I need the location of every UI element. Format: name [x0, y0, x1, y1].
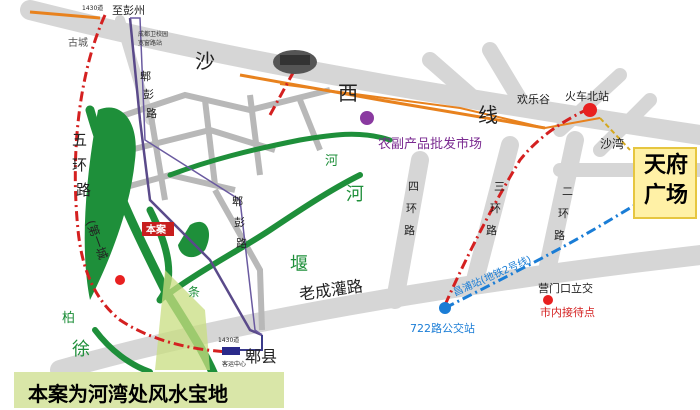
street — [109, 87, 331, 123]
tianfu-line-2: 广场 — [643, 182, 688, 208]
marker-nongfu — [360, 111, 374, 125]
label-pi-2: 郫 — [232, 194, 243, 208]
purple-route-3 — [230, 335, 263, 351]
red-route-east — [443, 106, 591, 306]
marker-keyun — [222, 347, 240, 355]
bai-river — [92, 327, 153, 375]
label-xi: 西 — [338, 81, 358, 105]
marker-bus-722 — [439, 302, 451, 314]
sha-xi-route-2 — [279, 83, 601, 130]
label-top-2: 宽窗路站 — [138, 39, 162, 47]
label-nongfu: 农副产品批发市场 — [378, 136, 482, 152]
purple-route-2 — [130, 17, 263, 336]
label-er-1: 二 — [562, 185, 573, 198]
label-xian: 线 — [478, 103, 498, 127]
label-pi-1: 郫 — [140, 69, 151, 83]
label-bai: 柏 — [62, 311, 75, 326]
red-dash-routes — [73, 14, 591, 354]
tianfu-line-1: 天府 — [643, 152, 688, 178]
purple-route — [128, 17, 263, 337]
label-reception: 市内接待点 — [540, 305, 595, 319]
label-peng-2: 彭 — [234, 215, 245, 229]
label-lu-2: 路 — [236, 237, 247, 250]
label-er-3: 路 — [554, 229, 565, 242]
label-lu-w: 路 — [76, 181, 91, 199]
caption-text: 本案为河湾处风水宝地 — [28, 382, 228, 406]
red-route-west — [73, 14, 231, 354]
metro-route — [444, 188, 661, 310]
street — [147, 109, 168, 201]
label-huanxian: 1430道 — [218, 336, 239, 344]
label-gucheng: 古城 — [68, 36, 88, 49]
label-er-2: 环 — [558, 207, 569, 220]
river-green-shape — [84, 107, 136, 300]
landmark-pavilion — [273, 50, 317, 74]
right-diagonal — [553, 68, 657, 157]
street — [247, 94, 263, 176]
tianfu-plaza-label: 天府 广场 — [638, 150, 694, 210]
ben-an-badge-bg — [142, 222, 174, 236]
street — [297, 98, 323, 152]
label-huan-le-gu: 欢乐谷 — [517, 92, 550, 106]
marker-west — [115, 275, 125, 285]
label-huo-che-bei-zhan: 火车北站 — [565, 89, 609, 103]
marker-train-station — [583, 103, 597, 117]
caption-background — [14, 372, 284, 408]
major-roads — [20, 0, 700, 380]
street — [212, 188, 265, 331]
river-green-shape-2 — [178, 221, 210, 258]
label-tiao: 条 — [188, 285, 200, 299]
street — [202, 99, 218, 186]
label-lu-1: 路 — [146, 107, 157, 120]
tianfu-plaza-box — [633, 147, 697, 219]
label-xu: 徐 — [72, 339, 90, 360]
label-peng-1: 彭 — [143, 87, 154, 101]
label-bus-722: 722路公交站 — [410, 321, 475, 335]
river-east — [157, 172, 363, 303]
highlight-beam — [155, 270, 210, 370]
san-huan-road — [466, 136, 519, 289]
label-san-3: 路 — [486, 224, 497, 237]
label-san-2: 环 — [490, 202, 501, 215]
label-ben-an: 本案 — [146, 223, 167, 236]
label-keyun: 客运中心 — [222, 360, 246, 368]
si-huan-road — [386, 151, 429, 309]
label-wu: 五 — [72, 131, 87, 149]
label-huan-w: 环 — [72, 156, 87, 174]
tianfu-link — [599, 117, 631, 151]
label-ying-men-kou: 营门口立交 — [538, 281, 593, 295]
label-si-3: 路 — [404, 224, 415, 237]
marker-reception — [543, 295, 553, 305]
label-top-1: 成都卫校园 — [138, 30, 168, 38]
label-si-1: 四 — [408, 180, 419, 193]
river-upper — [167, 131, 393, 178]
label-yan: 堰 — [290, 254, 308, 275]
label-si-2: 环 — [406, 202, 417, 215]
label-san-1: 三 — [494, 180, 505, 193]
label-zhi-peng-zhou: 至彭州 — [112, 3, 145, 17]
sha-xi-line-road — [20, 0, 700, 145]
label-he2: 河 — [346, 184, 364, 205]
label-pi-xian: 郫县 — [245, 347, 277, 366]
label-huanxian-top: 1430道 — [82, 4, 103, 12]
label-sha: 沙 — [195, 49, 215, 73]
lao-cheng-guan-road — [50, 245, 700, 380]
label-sha-wan: 沙湾 — [600, 136, 624, 151]
label-he: 河 — [325, 154, 338, 169]
ring-top — [422, 42, 528, 108]
